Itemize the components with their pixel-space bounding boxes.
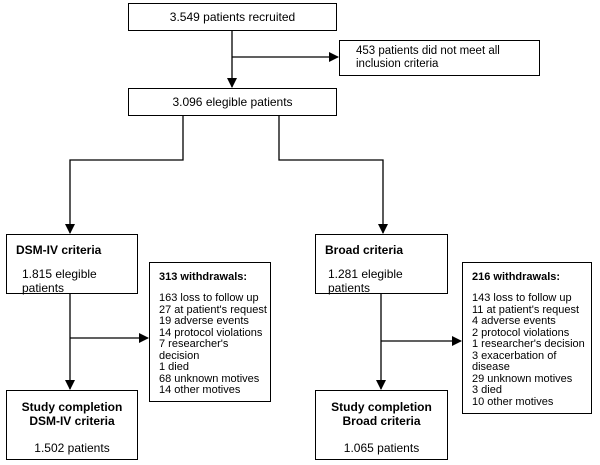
dsm-withdrawal-item: 7 researcher's decision [159, 338, 229, 362]
broad-withdrawal-item: 3 exacerbation of disease [472, 349, 557, 373]
eligible-box: 3.096 elegible patients [128, 88, 337, 116]
recruited-box: 3.549 patients recruited [128, 3, 337, 31]
broad-criteria-title: Broad criteria [325, 243, 404, 257]
dsm-withdrawal-item: 27 at patient's request [159, 303, 267, 316]
broad-withdrawal-item: 10 other motives [472, 395, 554, 408]
dsm-completion-subtitle: DSM-IV criteria [29, 414, 115, 428]
dsm-withdrawal-item: 1 died [159, 361, 189, 373]
dsm-completion-box: Study completion DSM-IV criteria 1.502 p… [6, 390, 138, 460]
broad-withdrawals-list: 143 loss to follow up 11 at patient's re… [472, 292, 591, 408]
excluded-text: 453 patients did not meet all inclusion … [356, 45, 500, 70]
broad-completion-box: Study completion Broad criteria 1.065 pa… [315, 390, 448, 460]
dsm-withdrawal-item: 14 other motives [159, 384, 241, 396]
dsm-criteria-title: DSM-IV criteria [16, 243, 102, 257]
broad-withdrawal-item: 4 adverse events [472, 315, 556, 327]
broad-withdrawals-heading: 216 withdrawals: [472, 271, 591, 284]
dsm-withdrawals-label: withdrawals: [177, 271, 248, 283]
broad-withdrawals-label: withdrawals: [490, 271, 561, 283]
recruited-text: 3.549 patients recruited [169, 10, 296, 24]
dsm-withdrawal-item: 14 protocol violations [159, 326, 263, 339]
dsm-withdrawals-list: 163 loss to follow up 27 at patient's re… [159, 292, 270, 397]
dsm-criteria-box: DSM-IV criteria 1.815 elegible patients [6, 234, 138, 295]
broad-withdrawal-item: 2 protocol violations [472, 326, 570, 339]
broad-withdrawal-item: 11 at patient's request [472, 303, 580, 316]
broad-withdrawal-item: 3 died [472, 384, 502, 396]
broad-withdrawal-item: 1 researcher's decision [472, 338, 585, 350]
broad-criteria-box: Broad criteria 1.281 elegible patients [315, 234, 448, 295]
connector-eligible-to-dsm [65, 115, 184, 234]
dsm-criteria-patients: 1.815 elegible patients [22, 267, 97, 295]
broad-withdrawal-item: 143 loss to follow up [472, 292, 572, 304]
dsm-withdrawal-item: 68 unknown motives [159, 372, 260, 385]
broad-completion-patients: 1.065 patients [343, 441, 420, 455]
dsm-withdrawals-count: 313 [159, 271, 178, 283]
eligible-text: 3.096 elegible patients [172, 95, 293, 109]
excluded-box: 453 patients did not meet all inclusion … [339, 40, 540, 76]
broad-completion-subtitle: Broad criteria [342, 414, 421, 428]
broad-withdrawals-box: 216 withdrawals: 143 loss to follow up 1… [462, 262, 592, 414]
dsm-completion-patients: 1.502 patients [34, 441, 110, 455]
dsm-withdrawal-item: 19 adverse events [159, 315, 249, 327]
broad-criteria-patients: 1.281 elegible patients [328, 267, 403, 295]
dsm-withdrawals-box: 313 withdrawals: 163 loss to follow up 2… [149, 262, 271, 402]
broad-withdrawals-count: 216 [472, 271, 491, 283]
connector-eligible-to-broad [278, 115, 388, 234]
dsm-completion-title: Study completion [21, 400, 123, 414]
broad-withdrawal-item: 29 unknown motives [472, 372, 573, 385]
dsm-withdrawals-heading: 313 withdrawals: [159, 271, 270, 284]
broad-completion-title: Study completion [331, 400, 432, 414]
dsm-withdrawal-item: 163 loss to follow up [159, 292, 259, 304]
